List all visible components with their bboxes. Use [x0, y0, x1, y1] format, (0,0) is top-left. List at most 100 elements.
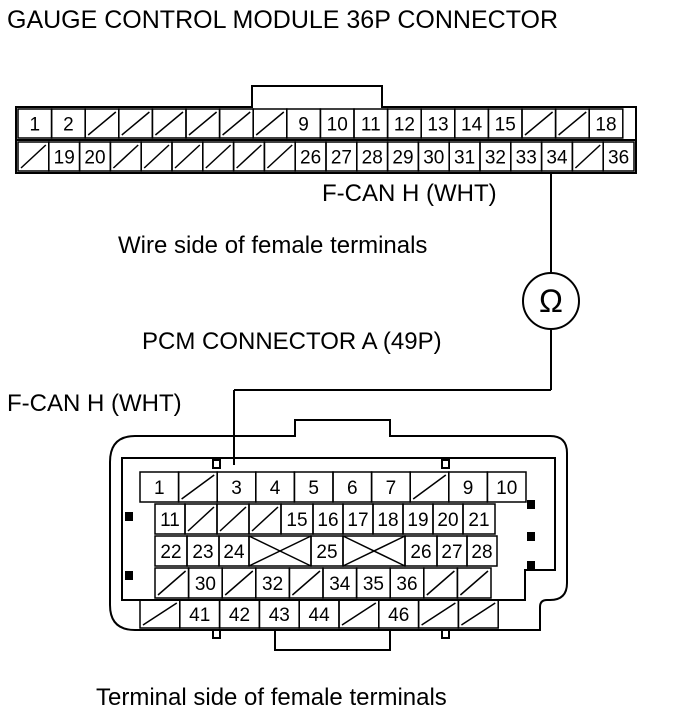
terminal-number: 35	[363, 574, 384, 595]
terminal-cell: 31	[448, 141, 481, 172]
terminal-cell: 2	[50, 108, 86, 139]
terminal-cell	[171, 141, 204, 172]
terminal-number: 36	[608, 147, 629, 168]
terminal-cell: 27	[325, 141, 358, 172]
blank-terminal-slash	[412, 474, 447, 500]
terminal-number: 26	[300, 147, 321, 168]
terminal-cell	[177, 471, 218, 503]
terminal-number: 4	[270, 478, 281, 499]
blank-terminal-slash	[558, 111, 587, 136]
blank-terminal-slash	[524, 111, 554, 136]
terminal-cell	[109, 141, 142, 172]
terminal-number: 30	[423, 147, 444, 168]
terminal-cell: 22	[154, 535, 188, 567]
terminal-number: 33	[516, 147, 537, 168]
terminal-cell: 9	[286, 108, 322, 139]
terminal-cell: 21	[462, 503, 496, 535]
terminal-cell: 35	[355, 567, 391, 599]
terminal-number: 22	[160, 542, 181, 563]
terminal-number: 17	[347, 510, 368, 531]
terminal-cell	[456, 567, 492, 599]
terminal-number: 10	[327, 114, 348, 135]
terminal-number: 21	[468, 510, 489, 531]
blank-terminal-slash	[255, 111, 285, 136]
terminal-cell: 30	[187, 567, 223, 599]
terminal-cell: 36	[389, 567, 425, 599]
blank-terminal-slash	[421, 602, 456, 626]
terminal-number: 20	[437, 510, 458, 531]
terminal-number: 10	[496, 478, 517, 499]
terminal-cell: 18	[372, 503, 404, 535]
terminal-number: 18	[595, 114, 616, 135]
terminal-cell: 15	[280, 503, 314, 535]
blank-terminal-slash	[219, 506, 247, 532]
terminal-number: 9	[463, 478, 474, 499]
terminal-cell	[554, 108, 590, 139]
gauge-side-label: Wire side of female terminals	[118, 232, 428, 259]
terminal-number: 14	[461, 114, 483, 135]
terminal-cell: 46	[378, 599, 420, 629]
terminal-number: 9	[298, 114, 309, 135]
terminal-cell: 24	[218, 535, 250, 567]
terminal-cell	[118, 108, 154, 139]
terminal-cell: 20	[432, 503, 464, 535]
terminal-number: 27	[441, 542, 462, 563]
terminal-number: 28	[362, 147, 383, 168]
terminal-number: 32	[262, 574, 283, 595]
terminal-number: 15	[286, 510, 307, 531]
terminal-cell: 33	[510, 141, 543, 172]
blank-terminal-slash	[222, 111, 251, 136]
terminal-number: 11	[361, 114, 381, 135]
terminal-cell	[252, 108, 288, 139]
blank-terminal-slash	[157, 570, 187, 596]
terminal-cell: 3	[216, 471, 257, 503]
terminal-cell: 30	[417, 141, 450, 172]
terminal-cell	[248, 503, 282, 535]
terminal-cell	[571, 141, 604, 172]
terminal-cell	[221, 567, 257, 599]
terminal-number: 31	[454, 147, 475, 168]
terminal-number: 29	[392, 147, 413, 168]
terminal-cell: 15	[487, 108, 523, 139]
pcm-side-label: Terminal side of female terminals	[96, 684, 447, 711]
pcm-connector	[109, 419, 568, 651]
terminal-cell: 11	[154, 503, 186, 535]
terminal-cell: 43	[258, 599, 300, 629]
terminal-number: 25	[316, 542, 337, 563]
terminal-cell: 14	[454, 108, 490, 139]
terminal-cell: 26	[294, 141, 327, 172]
terminal-cell: 20	[78, 141, 112, 172]
terminal-cell: 7	[370, 471, 411, 503]
empty-cavity	[248, 535, 312, 567]
terminal-number: 36	[396, 574, 417, 595]
blank-terminal-slash	[574, 144, 601, 169]
blank-terminal-slash	[143, 144, 170, 169]
blank-terminal-slash	[205, 144, 232, 169]
terminal-number: 6	[347, 478, 358, 499]
terminal-number: 18	[377, 510, 398, 531]
blank-terminal-slash	[341, 602, 377, 626]
terminal-cell: 1	[17, 108, 53, 139]
blank-terminal-slash	[251, 506, 279, 532]
terminal-number: 41	[189, 605, 210, 626]
terminal-number: 28	[471, 542, 492, 563]
terminal-cell	[457, 599, 499, 629]
terminal-number: 19	[54, 147, 75, 168]
terminal-cell: 29	[386, 141, 420, 172]
terminal-cell	[216, 503, 250, 535]
terminal-cell: 16	[312, 503, 344, 535]
terminal-cell	[202, 141, 235, 172]
blank-terminal-slash	[142, 602, 178, 626]
blank-terminal-slash	[112, 144, 139, 169]
terminal-cell: 9	[448, 471, 489, 503]
ohm-symbol: Ω	[539, 283, 563, 319]
terminal-cell: 32	[479, 141, 512, 172]
terminal-cell: 44	[298, 599, 340, 629]
terminal-cell	[84, 108, 120, 139]
